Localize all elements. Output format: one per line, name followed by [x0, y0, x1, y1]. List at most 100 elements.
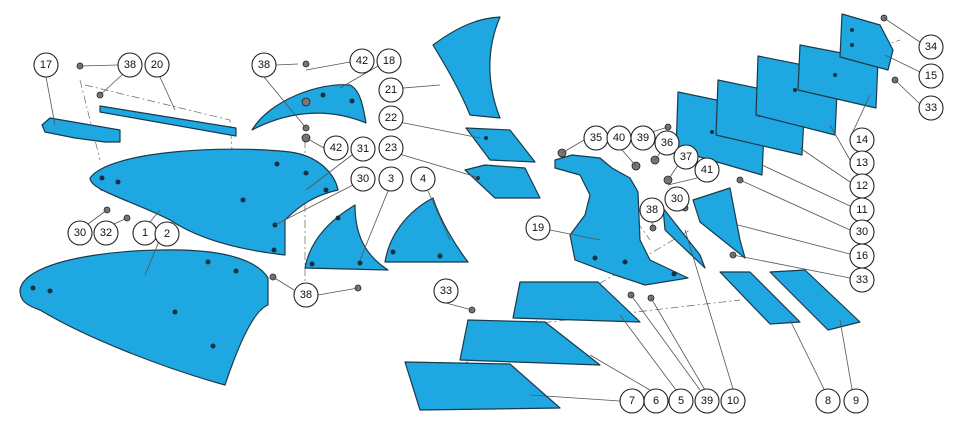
svg-text:35: 35 — [590, 132, 602, 144]
callout-39: 39 — [694, 388, 720, 414]
svg-text:8: 8 — [825, 395, 831, 407]
callout-31: 31 — [350, 136, 376, 162]
svg-text:13: 13 — [856, 157, 868, 169]
svg-text:33: 33 — [856, 274, 868, 286]
callout-42: 42 — [323, 135, 349, 161]
callout-20: 20 — [144, 52, 170, 78]
callout-11: 11 — [849, 197, 875, 223]
svg-text:7: 7 — [629, 395, 635, 407]
part-15-plate — [839, 13, 894, 71]
part-7-share — [404, 361, 561, 411]
svg-text:10: 10 — [727, 395, 739, 407]
svg-text:42: 42 — [356, 55, 368, 67]
svg-text:40: 40 — [613, 132, 625, 144]
svg-text:38: 38 — [258, 59, 270, 71]
part-1-moldboard — [89, 148, 339, 256]
callout-37: 37 — [673, 144, 699, 170]
svg-text:12: 12 — [856, 180, 868, 192]
callout-2: 2 — [154, 221, 180, 247]
svg-text:33: 33 — [925, 102, 937, 114]
svg-text:16: 16 — [856, 250, 868, 262]
callout-30: 30 — [664, 186, 690, 212]
callout-19: 19 — [525, 215, 551, 241]
svg-text:4: 4 — [420, 173, 426, 185]
callout-30: 30 — [849, 219, 875, 245]
part-5-share — [512, 281, 641, 323]
svg-text:1: 1 — [142, 227, 148, 239]
svg-text:2: 2 — [164, 228, 170, 240]
callout-30: 30 — [350, 166, 376, 192]
callout-18: 18 — [376, 48, 402, 74]
callout-41: 41 — [694, 157, 720, 183]
part-17-bracket — [41, 117, 121, 143]
part-16-bracket — [692, 187, 746, 259]
callout-3: 3 — [378, 166, 404, 192]
svg-text:32: 32 — [100, 227, 112, 239]
callout-38: 38 — [251, 52, 277, 78]
svg-text:30: 30 — [671, 193, 683, 205]
svg-text:5: 5 — [678, 395, 684, 407]
svg-text:6: 6 — [653, 395, 659, 407]
callout-9: 9 — [843, 388, 869, 414]
callout-34: 34 — [918, 34, 944, 60]
svg-text:39: 39 — [637, 132, 649, 144]
part-8-share — [719, 271, 801, 325]
svg-text:3: 3 — [388, 173, 394, 185]
part-23-point — [464, 164, 541, 199]
callout-35: 35 — [583, 125, 609, 151]
svg-text:18: 18 — [383, 55, 395, 67]
callout-33: 33 — [918, 95, 944, 121]
svg-text:41: 41 — [701, 164, 713, 176]
part-2-moldboard-extension — [19, 249, 269, 386]
callout-33: 33 — [849, 267, 875, 293]
callout-8: 8 — [815, 388, 841, 414]
svg-text:9: 9 — [853, 395, 859, 407]
callout-38: 38 — [639, 197, 665, 223]
callout-38: 38 — [293, 282, 319, 308]
callout-16: 16 — [849, 243, 875, 269]
callout-39: 39 — [630, 125, 656, 151]
callout-12: 12 — [849, 173, 875, 199]
svg-text:22: 22 — [385, 112, 397, 124]
svg-text:23: 23 — [385, 142, 397, 154]
callout-4: 4 — [410, 166, 436, 192]
callout-7: 7 — [619, 388, 645, 414]
callouts: 17 38 20 38 42 18 21 22 23 42 31 30 3 4 … — [33, 34, 944, 414]
callout-1: 1 — [132, 220, 158, 246]
svg-text:20: 20 — [151, 59, 163, 71]
callout-13: 13 — [849, 150, 875, 176]
svg-text:14: 14 — [856, 134, 868, 146]
callout-42: 42 — [349, 48, 375, 74]
part-4-wing — [384, 197, 469, 263]
callout-15: 15 — [918, 63, 944, 89]
callout-32: 32 — [93, 220, 119, 246]
svg-text:30: 30 — [357, 173, 369, 185]
callout-38: 38 — [117, 52, 143, 78]
svg-text:30: 30 — [856, 226, 868, 238]
part-21-plate — [432, 16, 501, 119]
callout-17: 17 — [33, 52, 59, 78]
callout-33: 33 — [433, 278, 459, 304]
callout-22: 22 — [378, 105, 404, 131]
part-20-bar — [99, 105, 237, 137]
callout-5: 5 — [668, 388, 694, 414]
svg-text:38: 38 — [124, 59, 136, 71]
callout-30: 30 — [67, 220, 93, 246]
svg-text:31: 31 — [357, 143, 369, 155]
callout-23: 23 — [378, 135, 404, 161]
part-6-share — [459, 319, 601, 366]
svg-text:38: 38 — [300, 289, 312, 301]
part-9-share — [769, 269, 861, 331]
callout-14: 14 — [849, 127, 875, 153]
svg-text:37: 37 — [680, 151, 692, 163]
callout-21: 21 — [378, 77, 404, 103]
callout-10: 10 — [720, 388, 746, 414]
callout-36: 36 — [654, 130, 680, 156]
svg-text:17: 17 — [40, 59, 52, 71]
svg-text:38: 38 — [646, 204, 658, 216]
part-18-deflector — [251, 84, 367, 131]
svg-text:19: 19 — [532, 222, 544, 234]
svg-text:30: 30 — [74, 227, 86, 239]
